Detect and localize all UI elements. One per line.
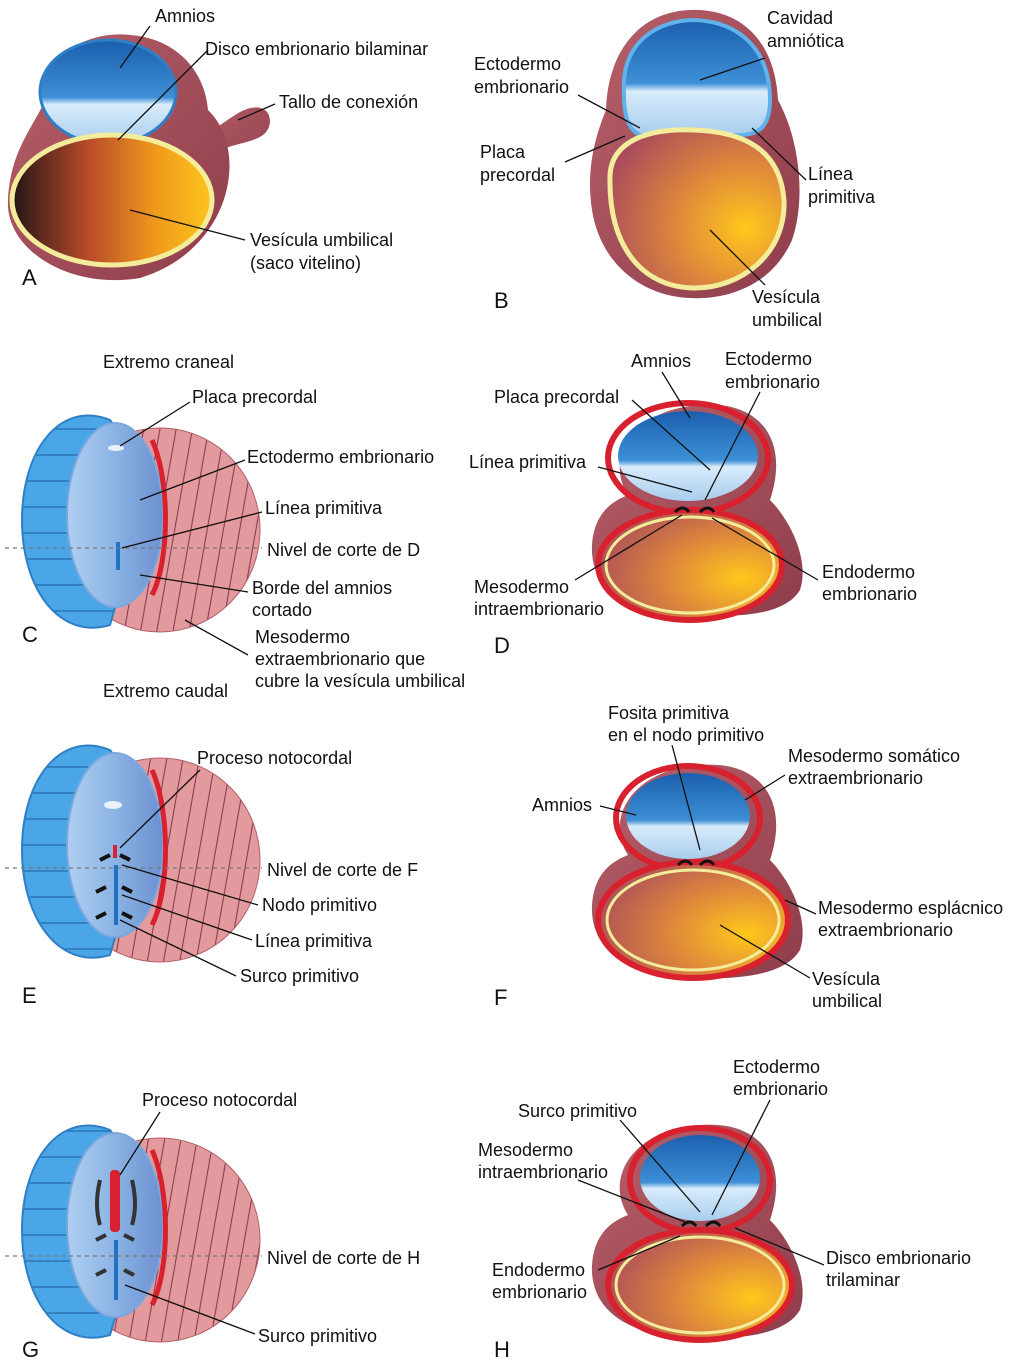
label-streak-b-2: primitiva	[808, 187, 876, 207]
yolk-sac-a	[12, 135, 212, 265]
label-caudal-end: Extremo caudal	[103, 681, 228, 701]
yolk-sac-h	[608, 1230, 792, 1340]
panel-letter-f: F	[494, 985, 507, 1010]
amniotic-cavity-f	[626, 773, 750, 859]
label-prechordal-d: Placa precordal	[494, 387, 619, 407]
label-pit-f-2: en el nodo primitivo	[608, 725, 764, 745]
label-streak-d: Línea primitiva	[469, 452, 587, 472]
label-prechordal-b-1: Placa	[480, 142, 526, 162]
label-ectoderm-h-2: embrionario	[733, 1079, 828, 1099]
panel-a: A Amnios Disco embrionario bilaminar Tal…	[8, 6, 428, 290]
label-streak-b-1: Línea	[808, 164, 854, 184]
prechordal-plate-e	[104, 801, 122, 809]
label-prechordal-b-2: precordal	[480, 165, 555, 185]
label-intra-meso-d-1: Mesodermo	[474, 577, 569, 597]
label-ectoderm-b-2: embrionario	[474, 77, 569, 97]
label-vesicle-f-1: Vesícula	[812, 969, 881, 989]
label-notochordal-g: Proceso notocordal	[142, 1090, 297, 1110]
label-trilaminar-h-2: trilaminar	[826, 1270, 900, 1290]
label-vesicle-a-1: Vesícula umbilical	[250, 230, 393, 250]
label-intra-meso-d-2: intraembrionario	[474, 599, 604, 619]
label-vesicle-b-2: umbilical	[752, 310, 822, 330]
panel-letter-e: E	[22, 983, 37, 1008]
panel-h: H Ectodermo embrionario Surco primitivo …	[478, 1057, 971, 1362]
amniotic-cavity-d	[618, 411, 758, 501]
label-extra-meso-c-3: cubre la vesícula umbilical	[255, 671, 465, 691]
label-cavity-b-2: amniótica	[767, 31, 845, 51]
label-bilaminar-disc-a: Disco embrionario bilaminar	[205, 39, 428, 59]
label-amnios-a: Amnios	[155, 6, 215, 26]
label-extra-meso-c-2: extraembrionario que	[255, 649, 425, 669]
panel-letter-a: A	[22, 265, 37, 290]
label-splanchnic-f-1: Mesodermo esplácnico	[818, 898, 1003, 918]
panel-letter-d: D	[494, 633, 510, 658]
label-groove-e: Surco primitivo	[240, 966, 359, 986]
yolk-sac-b	[610, 130, 784, 288]
panel-f: F Fosita primitiva en el nodo primitivo …	[494, 703, 1003, 1011]
notochordal-process-g	[110, 1170, 120, 1232]
label-vesicle-a-2: (saco vitelino)	[250, 253, 361, 273]
panel-b: B Cavidad amniótica Ectodermo embrionari…	[474, 8, 876, 330]
label-ectoderm-h-1: Ectodermo	[733, 1057, 820, 1077]
panel-e: E Proceso notocordal Nivel de corte de F…	[5, 746, 418, 1008]
label-ectoderm-b-1: Ectodermo	[474, 54, 561, 74]
label-trilaminar-h-1: Disco embrionario	[826, 1248, 971, 1268]
label-ectoderm-d-2: embrionario	[725, 372, 820, 392]
label-endoderm-d-1: Endodermo	[822, 562, 915, 582]
label-pit-f-1: Fosita primitiva	[608, 703, 730, 723]
label-amnion-edge-c-1: Borde del amnios	[252, 578, 392, 598]
yolk-sac-f	[598, 862, 788, 978]
label-vesicle-b-1: Vesícula	[752, 287, 821, 307]
amniotic-cavity-h	[640, 1135, 760, 1221]
label-endoderm-h-1: Endodermo	[492, 1260, 585, 1280]
label-splanchnic-f-2: extraembrionario	[818, 920, 953, 940]
label-endoderm-h-2: embrionario	[492, 1282, 587, 1302]
label-endoderm-d-2: embrionario	[822, 584, 917, 604]
prechordal-plate-c	[108, 445, 124, 451]
amniotic-cavity-a	[40, 40, 176, 144]
panel-d: D Amnios Ectodermo embrionario Placa pre…	[469, 349, 917, 658]
panel-letter-h: H	[494, 1337, 510, 1362]
label-vesicle-f-2: umbilical	[812, 991, 882, 1011]
panel-g: G Proceso notocordal Nivel de corte de H…	[5, 1090, 420, 1362]
label-somatic-f-1: Mesodermo somático	[788, 746, 960, 766]
yolk-sac-d	[598, 510, 782, 620]
label-extra-meso-c-1: Mesodermo	[255, 627, 350, 647]
label-streak-e: Línea primitiva	[255, 931, 373, 951]
label-cut-level-h: Nivel de corte de H	[267, 1248, 420, 1268]
label-groove-g: Surco primitivo	[258, 1326, 377, 1346]
label-cranial-end: Extremo craneal	[103, 352, 234, 372]
label-groove-h: Surco primitivo	[518, 1101, 637, 1121]
label-streak-c: Línea primitiva	[265, 498, 383, 518]
label-cut-level-f: Nivel de corte de F	[267, 860, 418, 880]
label-amnios-d: Amnios	[631, 351, 691, 371]
label-prechordal-c: Placa precordal	[192, 387, 317, 407]
panel-letter-g: G	[22, 1337, 39, 1362]
label-node-e: Nodo primitivo	[262, 895, 377, 915]
label-cavity-b-1: Cavidad	[767, 8, 833, 28]
label-amnios-f: Amnios	[532, 795, 592, 815]
label-ectoderm-d-1: Ectodermo	[725, 349, 812, 369]
label-intra-meso-h-1: Mesodermo	[478, 1140, 573, 1160]
panel-letter-c: C	[22, 622, 38, 647]
panel-letter-b: B	[494, 288, 509, 313]
label-notochordal-e: Proceso notocordal	[197, 748, 352, 768]
label-intra-meso-h-2: intraembrionario	[478, 1162, 608, 1182]
panel-c: C Extremo craneal Placa precordal Ectode…	[5, 352, 465, 701]
label-amnion-edge-c-2: cortado	[252, 600, 312, 620]
label-connecting-stalk-a: Tallo de conexión	[279, 92, 418, 112]
label-somatic-f-2: extraembrionario	[788, 768, 923, 788]
label-cut-level-d: Nivel de corte de D	[267, 540, 420, 560]
label-ectoderm-c: Ectodermo embrionario	[247, 447, 434, 467]
